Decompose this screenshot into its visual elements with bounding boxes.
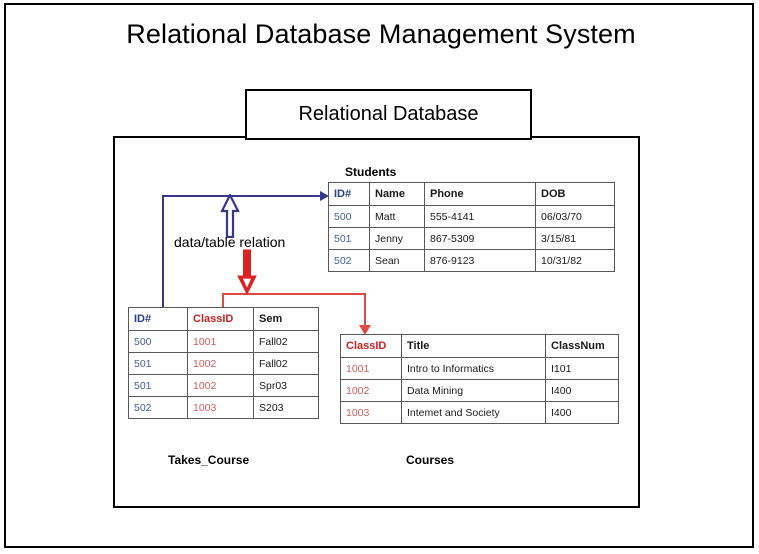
cell-classid: 1002 — [187, 352, 254, 375]
table-header-row: ClassID Title ClassNum — [340, 334, 619, 358]
students-table: ID# Name Phone DOB 500 Matt 555-4141 06/… — [328, 182, 615, 272]
table-row: 501 1002 Spr03 — [128, 374, 319, 397]
cell-dob: 10/31/82 — [535, 249, 615, 272]
takes-course-table-caption: Takes_Course — [168, 453, 250, 467]
relational-database-label: Relational Database — [298, 103, 479, 125]
table-row: 500 Matt 555-4141 06/03/70 — [328, 205, 615, 228]
cell-classid: 1003 — [340, 401, 402, 424]
table-row: 1001 Intro to Informatics I101 — [340, 357, 619, 380]
cell-id: 501 — [128, 374, 188, 397]
cell-id: 502 — [328, 249, 370, 272]
cell-sem: Fall02 — [253, 352, 319, 375]
table-row: 501 1002 Fall02 — [128, 352, 319, 375]
cell-name: Matt — [369, 205, 425, 228]
cell-classnum: I400 — [545, 401, 619, 424]
column-header-classid: ClassID — [340, 334, 402, 358]
table-row: 1002 Data Mining I400 — [340, 379, 619, 402]
cell-phone: 555-4141 — [424, 205, 536, 228]
table-header-row: ID# Name Phone DOB — [328, 182, 615, 206]
cell-classid: 1002 — [340, 379, 402, 402]
column-header-dob: DOB — [535, 182, 615, 206]
blue-relation-line-vertical — [162, 195, 164, 310]
cell-classnum: I101 — [545, 357, 619, 380]
cell-id: 501 — [128, 352, 188, 375]
cell-id: 501 — [328, 227, 370, 250]
page-title: Relational Database Management System — [126, 19, 636, 49]
cell-classid: 1001 — [187, 330, 254, 353]
cell-phone: 876-9123 — [424, 249, 536, 272]
blue-right-arrowhead-icon — [320, 191, 329, 201]
cell-sem: Fall02 — [253, 330, 319, 353]
students-table-caption: Students — [345, 165, 397, 179]
slide-frame: Relational Database Management System Re… — [4, 3, 754, 548]
cell-sem: S203 — [253, 396, 319, 419]
cell-classnum: I400 — [545, 379, 619, 402]
cell-name: Sean — [369, 249, 425, 272]
cell-id: 500 — [128, 330, 188, 353]
red-down-arrowhead-icon — [359, 325, 371, 335]
red-relation-line-horizontal — [222, 293, 366, 295]
table-row: 502 Sean 876-9123 10/31/82 — [328, 249, 615, 272]
column-header-classnum: ClassNum — [545, 334, 619, 358]
column-header-phone: Phone — [424, 182, 536, 206]
cell-classid: 1003 — [187, 396, 254, 419]
cell-classid: 1002 — [187, 374, 254, 397]
courses-table: ClassID Title ClassNum 1001 Intro to Inf… — [340, 334, 619, 424]
cell-title: Data Mining — [401, 379, 546, 402]
cell-dob: 3/15/81 — [535, 227, 615, 250]
cell-classid: 1001 — [340, 357, 402, 380]
relational-database-box: Relational Database — [245, 89, 532, 140]
solid-red-down-arrow-icon — [237, 249, 257, 295]
red-relation-line-vertical-left — [222, 293, 224, 311]
hollow-blue-up-arrow-icon — [220, 194, 240, 238]
cell-id: 500 — [328, 205, 370, 228]
cell-phone: 867-5309 — [424, 227, 536, 250]
blue-relation-line-horizontal — [162, 195, 325, 197]
table-row: 502 1003 S203 — [128, 396, 319, 419]
table-header-row: ID# ClassID Sem — [128, 307, 319, 331]
column-header-sem: Sem — [253, 307, 319, 331]
table-row: 501 Jenny 867-5309 3/15/81 — [328, 227, 615, 250]
takes-course-table: ID# ClassID Sem 500 1001 Fall02 501 1002… — [128, 307, 319, 419]
cell-sem: Spr03 — [253, 374, 319, 397]
table-row: 500 1001 Fall02 — [128, 330, 319, 353]
cell-id: 502 — [128, 396, 188, 419]
column-header-title: Title — [401, 334, 546, 358]
table-row: 1003 Intemet and Society I400 — [340, 401, 619, 424]
cell-title: Intemet and Society — [401, 401, 546, 424]
red-relation-line-vertical-right — [364, 293, 366, 329]
column-header-id: ID# — [128, 307, 188, 331]
cell-dob: 06/03/70 — [535, 205, 615, 228]
column-header-classid: ClassID — [187, 307, 254, 331]
data-table-relation-label: data/table relation — [174, 234, 286, 250]
courses-table-caption: Courses — [406, 453, 455, 467]
column-header-name: Name — [369, 182, 425, 206]
column-header-id: ID# — [328, 182, 370, 206]
cell-name: Jenny — [369, 227, 425, 250]
cell-title: Intro to Informatics — [401, 357, 546, 380]
